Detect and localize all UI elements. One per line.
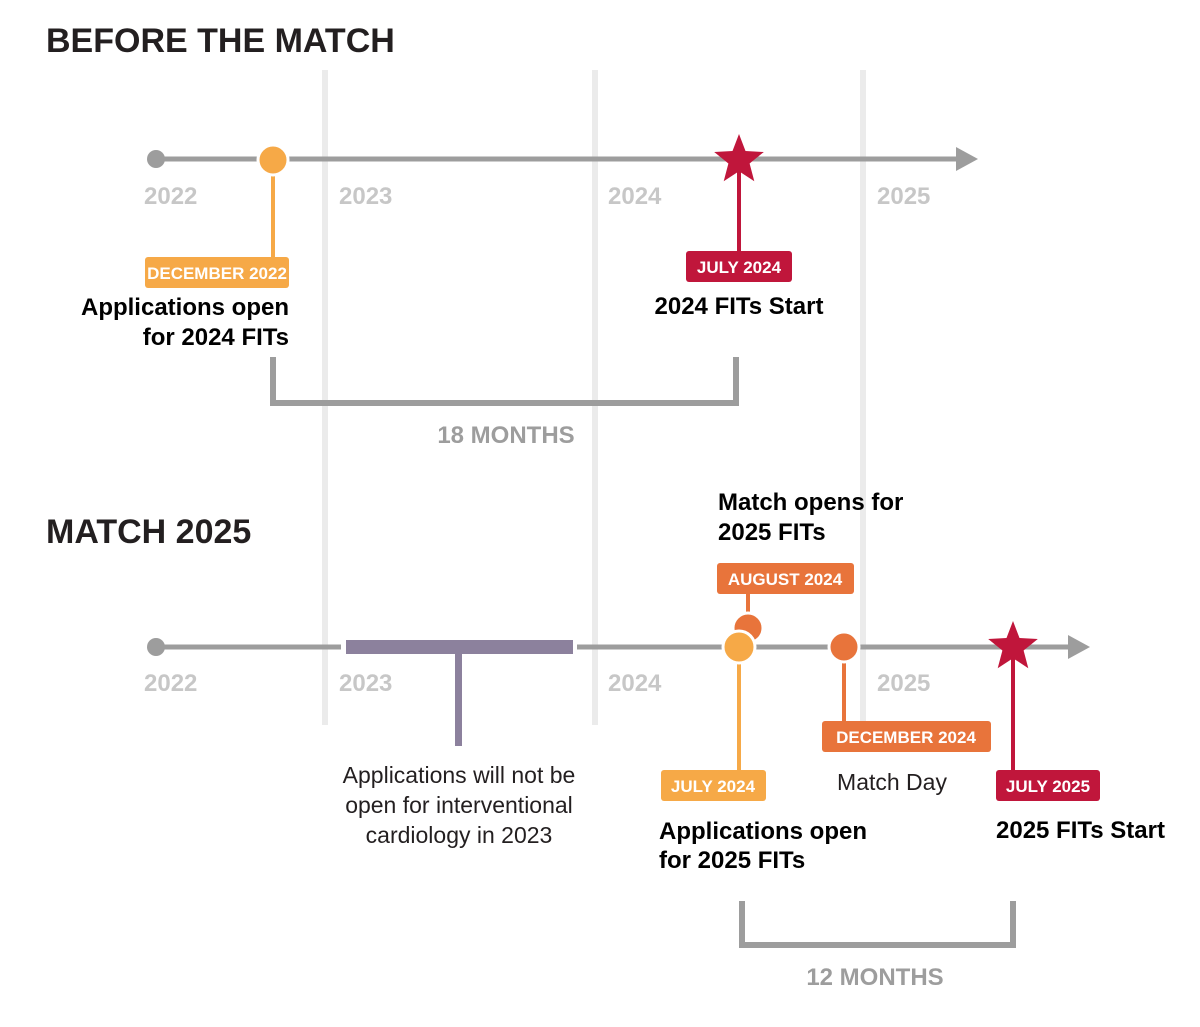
before-app-open-event: DECEMBER 2022 Applications open for 2024… [81,143,290,351]
match-app-open-date: JULY 2024 [671,777,756,796]
match-no-apps-event: Applications will not be open for interv… [341,638,577,848]
match-year-2024: 2024 [608,670,662,697]
before-app-open-label-line2: for 2024 FITs [143,324,289,351]
match-no-apps-label-line1: Applications will not be [343,762,576,788]
before-app-open-badge [145,257,289,288]
match-day-badge [822,721,991,752]
match-year-labels: 2022 2023 2024 2025 [144,670,930,697]
section-title-match: MATCH 2025 [46,513,251,551]
match-fits-start-label: 2025 FITs Start [996,817,1165,844]
match-no-apps-stem [455,652,462,746]
match-no-apps-bar [346,640,573,654]
match-day-event: DECEMBER 2024 Match Day [822,630,991,795]
match-opens-badge [717,563,854,594]
match-duration-label: 12 MONTHS [806,964,943,991]
before-duration-bracket: 18 MONTHS [270,357,739,449]
match-axis-arrowhead [1068,635,1090,659]
match-app-open-marker [721,629,757,665]
before-bracket-line [270,357,739,406]
before-year-2024: 2024 [608,183,662,210]
before-fits-start-event: JULY 2024 2024 FITs Start [655,134,824,320]
before-app-open-date: DECEMBER 2022 [147,264,287,283]
match-opens-label-line2: 2025 FITs [718,519,826,546]
match-duration-bracket: 12 MONTHS [739,901,1016,991]
gridline-2023 [322,70,328,725]
before-year-2022: 2022 [144,183,197,210]
section-title-before: BEFORE THE MATCH [46,22,395,60]
before-fits-start-label: 2024 FITs Start [655,293,824,320]
before-app-open-marker [256,143,290,177]
match-opens-date: AUGUST 2024 [728,570,843,589]
match-day-date: DECEMBER 2024 [836,728,976,747]
before-year-labels: 2022 2023 2024 2025 [144,183,930,210]
before-fits-start-star-icon [714,134,764,182]
gridline-2025 [860,70,866,725]
match-day-marker [827,630,861,664]
match-opens-label-line1: Match opens for [718,489,903,516]
match-day-label: Match Day [837,769,947,795]
match-fits-start-badge [996,770,1100,801]
match-fits-start-event: JULY 2025 2025 FITs Start [988,621,1165,844]
before-app-open-label-line1: Applications open [81,294,289,321]
match-year-2022: 2022 [144,670,197,697]
match-fits-start-date: JULY 2025 [1006,777,1090,796]
match-app-open-label-line1: Applications open [659,818,867,845]
match-bracket-line [739,901,1016,948]
match-opens-event: Match opens for 2025 FITs AUGUST 2024 [717,489,903,645]
match-axis [147,635,1090,659]
before-fits-start-badge [686,251,792,282]
match-fits-start-star-icon [988,621,1038,669]
match-year-2023: 2023 [339,670,392,697]
before-year-2023: 2023 [339,183,392,210]
before-axis [147,147,978,171]
before-axis-start-dot [147,150,165,168]
match-no-apps-label-line3: cardiology in 2023 [366,822,553,848]
match-year-2025: 2025 [877,670,930,697]
match-no-apps-label-line2: open for interventional [345,792,573,818]
before-year-2025: 2025 [877,183,930,210]
match-app-open-event: JULY 2024 Applications open for 2025 FIT… [659,629,867,874]
match-axis-start-dot [147,638,165,656]
match-app-open-badge [661,770,766,801]
before-fits-start-date: JULY 2024 [697,258,782,277]
before-axis-arrowhead [956,147,978,171]
before-duration-label: 18 MONTHS [437,422,574,449]
match-app-open-label-line2: for 2025 FITs [659,847,805,874]
year-gridlines [322,70,866,725]
gridline-2024 [592,70,598,725]
